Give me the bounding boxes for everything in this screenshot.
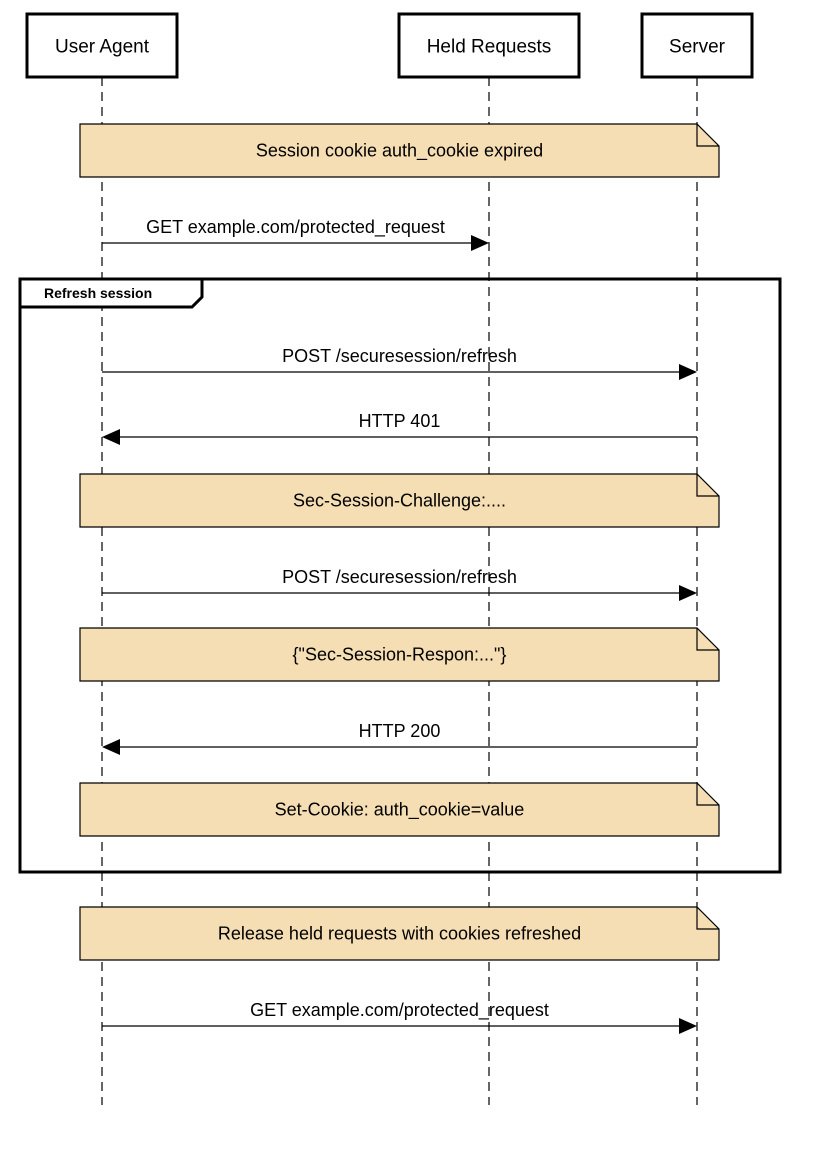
message: HTTP 200: [102, 721, 697, 755]
refresh-session-frame: Refresh session: [18, 277, 782, 874]
participant-box: [25, 12, 179, 79]
arrowhead-icon: [679, 364, 697, 380]
arrowhead-icon: [679, 585, 697, 601]
frame-tab: [18, 277, 204, 309]
message: HTTP 401: [102, 411, 697, 445]
note: Set-Cookie: auth_cookie=value: [79, 782, 720, 837]
note: Release held requests with cookies refre…: [79, 906, 720, 961]
note-text: Sec-Session-Challenge:....: [293, 491, 506, 511]
note-box: [79, 906, 720, 961]
note-text: Set-Cookie: auth_cookie=value: [275, 800, 525, 821]
arrowhead-icon: [102, 739, 120, 755]
arrowhead-icon: [679, 1018, 697, 1034]
message: POST /securesession/refresh: [102, 346, 697, 380]
participant-box: [640, 12, 754, 79]
participant-label: Held Requests: [427, 37, 552, 58]
note-fold-corner: [696, 628, 719, 651]
participant-server: Server: [640, 12, 754, 79]
participant-label: Server: [669, 37, 726, 58]
frame-border: [18, 277, 782, 874]
frame-label: Refresh session: [44, 285, 152, 301]
note-box: [79, 627, 720, 682]
participant-box: [397, 12, 581, 79]
note-text: {"Sec-Session-Respon:..."}: [293, 645, 507, 665]
participant-user-agent: User Agent: [25, 12, 179, 79]
note: Sec-Session-Challenge:....: [79, 473, 720, 528]
message-label: POST /securesession/refresh: [282, 346, 517, 366]
note-text: Release held requests with cookies refre…: [218, 924, 581, 944]
message-label: HTTP 401: [359, 411, 441, 431]
message: GET example.com/protected_request: [102, 217, 489, 251]
note-box: [79, 123, 720, 178]
frame-layer: Refresh session: [18, 277, 782, 874]
note-box: [79, 782, 720, 837]
note-text: Session cookie auth_cookie expired: [256, 141, 543, 162]
message-label: HTTP 200: [359, 721, 441, 741]
participants-layer: User Agent Held Requests Server: [25, 12, 754, 79]
note: Session cookie auth_cookie expired: [79, 123, 720, 178]
participant-label: User Agent: [55, 37, 150, 58]
note-fold-corner: [696, 474, 719, 497]
participant-held-requests: Held Requests: [397, 12, 581, 79]
arrowhead-icon: [102, 429, 120, 445]
message: GET example.com/protected_request: [102, 1000, 697, 1034]
message-label: POST /securesession/refresh: [282, 567, 517, 587]
message-label: GET example.com/protected_request: [250, 1000, 549, 1021]
note-fold-corner: [696, 124, 719, 147]
message: POST /securesession/refresh: [102, 567, 697, 601]
arrowhead-icon: [471, 235, 489, 251]
note-fold-corner: [696, 907, 719, 930]
note-fold-corner: [696, 783, 719, 806]
note: {"Sec-Session-Respon:..."}: [79, 627, 720, 682]
note-box: [79, 473, 720, 528]
message-label: GET example.com/protected_request: [146, 217, 445, 238]
